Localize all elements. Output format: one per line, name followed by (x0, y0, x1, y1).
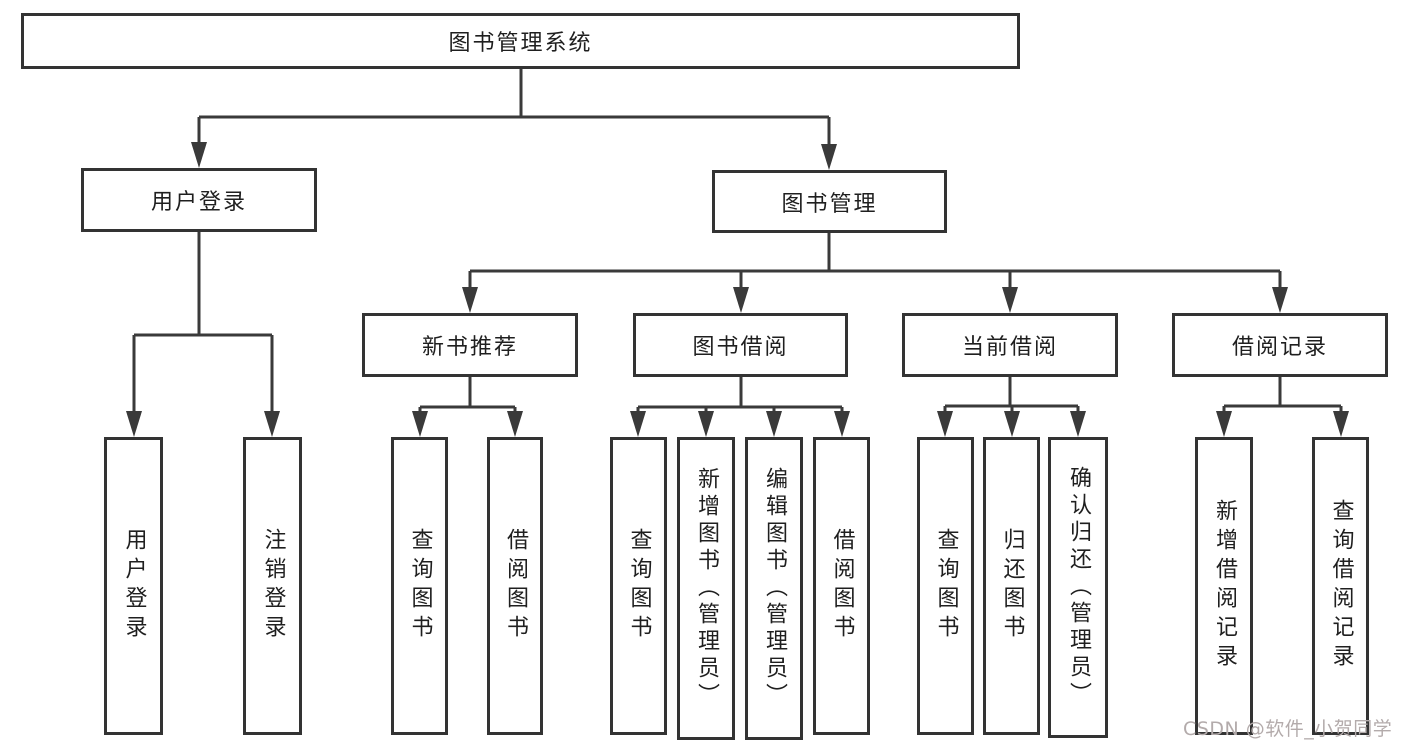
leaf-borrow-books-recommend: 借阅图书 (487, 437, 543, 735)
node-borrow-records: 借阅记录 (1172, 313, 1388, 377)
leaf-query-books-recommend: 查询图书 (391, 437, 448, 735)
node-book-management: 图书管理 (712, 170, 947, 233)
leaf-user-login: 用户登录 (104, 437, 163, 735)
leaf-add-book-admin: 新增图书（管理员） (677, 437, 735, 740)
leaf-return-book: 归还图书 (983, 437, 1040, 735)
leaf-query-books-borrow: 查询图书 (610, 437, 667, 735)
node-new-book-recommend: 新书推荐 (362, 313, 578, 377)
node-book-borrow: 图书借阅 (633, 313, 848, 377)
node-user-login: 用户登录 (81, 168, 317, 232)
leaf-query-books-current: 查询图书 (917, 437, 974, 735)
leaf-borrow-books-borrow: 借阅图书 (813, 437, 870, 735)
node-current-borrow: 当前借阅 (902, 313, 1118, 377)
watermark: CSDN @软件_小贺同学 (1183, 718, 1393, 740)
leaf-query-borrow-record: 查询借阅记录 (1312, 437, 1369, 735)
leaf-edit-book-admin: 编辑图书（管理员） (745, 437, 803, 740)
leaf-add-borrow-record: 新增借阅记录 (1195, 437, 1253, 735)
leaf-logout: 注销登录 (243, 437, 302, 735)
arrowheads (126, 142, 1349, 437)
node-library-management-system: 图书管理系统 (21, 13, 1020, 69)
leaf-confirm-return-admin: 确认归还（管理员） (1048, 437, 1108, 738)
